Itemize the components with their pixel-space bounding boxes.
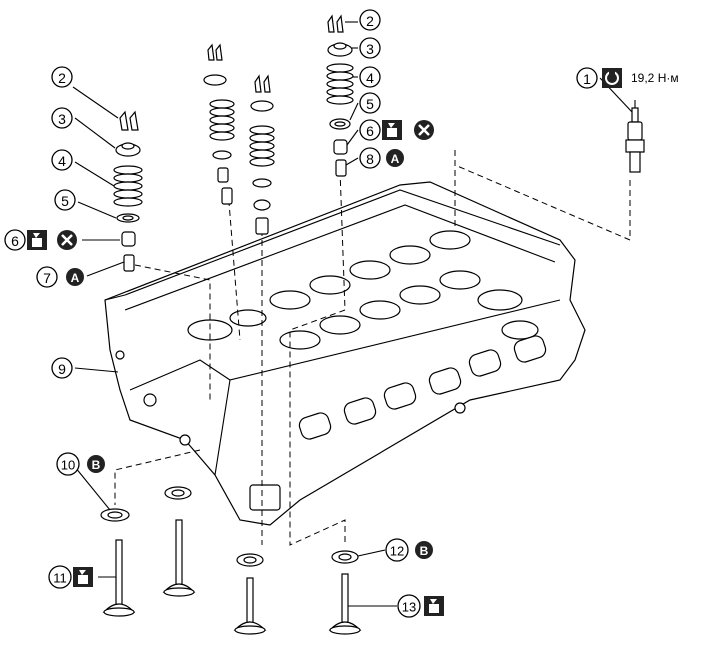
svg-text:A: A [391, 152, 400, 166]
middle-left-valve-stack [203, 43, 235, 205]
svg-text:4: 4 [366, 70, 374, 86]
badge-b-12: B [415, 541, 433, 559]
right-valve-stack [326, 14, 354, 177]
oil-can-icon [424, 596, 444, 616]
callout-1: 1 [576, 67, 598, 89]
left-valve-spring [113, 165, 143, 207]
cylinder-head [104, 181, 586, 526]
svg-text:13: 13 [402, 600, 416, 615]
svg-text:2: 2 [366, 13, 374, 29]
callout-6-left: 6 [4, 229, 26, 251]
callout-5-right: 5 [359, 92, 381, 114]
exhaust-ports [298, 335, 547, 440]
svg-text:4: 4 [58, 153, 66, 169]
oil-can-icon [73, 567, 93, 587]
svg-text:8: 8 [366, 151, 374, 167]
badge-a-left: A [66, 268, 84, 286]
cam-journals [187, 230, 539, 350]
svg-text:A: A [71, 271, 80, 285]
svg-text:5: 5 [61, 193, 69, 209]
svg-text:B: B [420, 544, 429, 558]
right-valve-spring [326, 63, 354, 105]
left-valve-stack [113, 110, 143, 272]
valve-13 [328, 573, 362, 635]
svg-text:3: 3 [366, 41, 374, 57]
callout-10: 10 [56, 452, 80, 476]
do-not-reuse-icon [414, 120, 434, 140]
torque-wrench-icon [602, 68, 622, 88]
callout-8: 8 [359, 147, 381, 169]
svg-text:11: 11 [53, 571, 67, 586]
callout-9: 9 [51, 357, 73, 379]
assembly-guide-lines [114, 150, 631, 546]
leader-lines [72, 21, 633, 607]
callout-4-left: 4 [51, 149, 73, 171]
intake-valve-11 [102, 539, 136, 617]
do-not-reuse-icon [57, 230, 77, 250]
svg-text:B: B [92, 458, 101, 472]
callout-7: 7 [36, 266, 58, 288]
valve-seal-10 [100, 508, 130, 522]
callout-3-right: 3 [359, 37, 381, 59]
svg-text:9: 9 [58, 361, 66, 377]
middle-right-valve-stack [249, 74, 275, 235]
callout-6-right: 6 [359, 119, 381, 141]
svg-text:3: 3 [58, 111, 66, 127]
svg-text:6: 6 [366, 123, 374, 139]
svg-text:12: 12 [390, 544, 404, 559]
oil-can-icon [27, 230, 47, 250]
valve-seat-center [236, 553, 264, 567]
callout-2-left: 2 [51, 66, 73, 88]
torque-spec: 19,2 Н·м [631, 71, 679, 85]
spark-plug [625, 100, 645, 173]
callout-12: 12 [385, 538, 409, 562]
svg-text:1: 1 [583, 71, 591, 87]
badge-b-10: B [87, 455, 105, 473]
callout-13: 13 [397, 594, 421, 618]
callout-5-left: 5 [54, 189, 76, 211]
svg-text:6: 6 [11, 233, 19, 249]
svg-text:2: 2 [58, 70, 66, 86]
badge-a-right: A [386, 149, 404, 167]
callout-2-right: 2 [359, 9, 381, 31]
svg-text:5: 5 [366, 96, 374, 112]
callout-11: 11 [48, 565, 72, 589]
svg-text:10: 10 [61, 458, 75, 473]
valve-seal-upper [164, 486, 192, 500]
valve-left-center [162, 519, 196, 597]
valve-seat-12 [331, 550, 359, 564]
exhaust-valve-center [233, 577, 267, 635]
oil-can-icon [382, 120, 402, 140]
callout-4-right: 4 [359, 66, 381, 88]
callout-3-left: 3 [51, 107, 73, 129]
svg-text:7: 7 [43, 270, 51, 286]
